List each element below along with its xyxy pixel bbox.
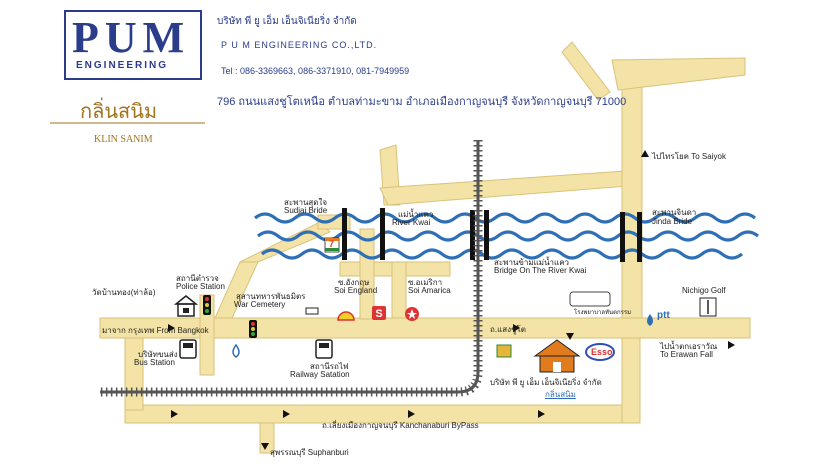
label-bridge-en: Bridge On The River Kwai [494, 266, 587, 275]
bridge-kwai-2 [484, 210, 489, 260]
esso-icon [585, 343, 615, 361]
label-seven: 7 [329, 239, 335, 249]
label-war-en: War Cemetery [234, 300, 286, 309]
svg-text:S: S [375, 308, 382, 320]
seven-eleven-icon [324, 237, 340, 253]
road-saengchuto [99, 317, 751, 339]
label-war-th: สุสานทหารพันธมิตร [236, 292, 306, 301]
bus-icon [179, 339, 197, 359]
bridge-kwai-1 [470, 210, 475, 260]
golf-icon [699, 297, 717, 317]
label-soi-amarica-th: ซ.อเมริกา [408, 278, 443, 287]
label-suphanburi: สุพรรณบุรี Suphanburi [270, 448, 349, 457]
suzuki-icon: S [372, 306, 386, 320]
label-soi-england-en: Soi England [334, 286, 378, 295]
arrow-1 [168, 324, 175, 332]
label-company-map: บริษัท พี ยู เอ็ม เอ็นจิเนียริ่ง จำกัด [490, 378, 602, 387]
label-hospital: โรงพยาบาลทันตกรรม [574, 310, 632, 316]
shell-icon [337, 311, 355, 321]
arrow-2 [283, 410, 290, 418]
bridge-jinda-1 [620, 212, 625, 262]
label-ptt: ptt [657, 310, 670, 321]
label-soi-england-th: ซ.อังกฤษ [338, 278, 370, 287]
label-sudjai-th: สะพานสุดใจ [284, 198, 328, 207]
label-from-bangkok: มาจาก กรุงเทพ From Bangkok [102, 326, 209, 335]
arrow-saiyok [641, 150, 649, 157]
train-icon [315, 339, 333, 359]
label-road-saengchuto: ถ.แสงชูโต [490, 325, 526, 334]
logo-box: PUM ENGINEERING [64, 10, 202, 80]
arrows [168, 150, 735, 450]
arrow-4 [408, 410, 415, 418]
gas-drop-icon [232, 343, 240, 358]
bridge-sudjai-2 [380, 208, 385, 260]
label-temple: วัดบ้านทอง(ท่าล้อ) [92, 288, 156, 297]
ptt-icon [647, 314, 653, 326]
traffic-light-icon-2 [249, 320, 257, 338]
texaco-icon [405, 307, 419, 321]
arrow-suphanburi [261, 443, 269, 450]
brand-en: KLIN SANIM [94, 134, 153, 145]
road-upper-arm [611, 57, 746, 91]
label-esso: Esso [591, 347, 613, 357]
bridges [342, 208, 642, 262]
label-nichigo: Nichigo Golf [682, 286, 726, 295]
road-saiyok [621, 74, 643, 319]
road-right-vertical [621, 337, 641, 424]
company-tel: Tel : 086-3369663, 086-3371910, 081-7949… [221, 66, 410, 76]
label-saiyok: ไปไทรโยค To Saiyok [652, 152, 726, 161]
company-th: บริษัท พี ยู เอ็ม เอ็นจิเนียริ่ง จำกัด [217, 16, 357, 27]
cemetery-icon [305, 307, 319, 315]
label-soi-amarica-en: Soi Amarica [408, 286, 451, 295]
label-bridge-th: สะพานข้ามแม่น้ำแคว [494, 258, 570, 267]
road-soi-amarica [391, 261, 407, 319]
station-logo-icon [496, 344, 512, 358]
label-bypass: ถ.เลี่ยงเมืองกาญจนบุรี Kanchanaburi ByPa… [322, 421, 479, 430]
company-en: P U M ENGINEERING CO.,LTD. [221, 40, 378, 50]
road-soi-england [359, 228, 375, 320]
label-sudjai-en: Sudjai Bride [284, 206, 328, 215]
label-erawan-en: To Erawan Fall [660, 350, 713, 359]
brand-th: กลิ่นสนิม [80, 101, 158, 123]
company-house-icon [533, 339, 581, 373]
arrow-3 [171, 410, 178, 418]
police-icon [173, 295, 199, 317]
company-address: 796 ถนนแสงชูโตเหนือ ตำบลท่ามะขาม อำเภอเม… [217, 96, 627, 108]
label-police-th: สถานีตำรวจ [176, 274, 219, 283]
arrow-erawan [728, 341, 735, 349]
road-ne-diagonal [561, 41, 611, 101]
roads [99, 41, 751, 454]
label-police-en: Police Station [176, 282, 225, 291]
label-river-en: River Kwai [392, 218, 431, 227]
traffic-light-icon [203, 295, 211, 315]
label-jinda-th: สะพานจินดา [652, 208, 697, 217]
arrow-6 [513, 324, 520, 332]
logo-text: PUM [72, 13, 191, 62]
label-river-th: แม่น้ำแคว [398, 210, 434, 219]
arrow-5 [538, 410, 545, 418]
logo-sub: ENGINEERING [76, 60, 169, 71]
railway [100, 140, 483, 397]
bridge-jinda-2 [637, 212, 642, 262]
label-erawan-th: ไปน้ำตกเอราวัณ [660, 342, 718, 351]
label-bus-en: Bus Station [134, 358, 175, 367]
label-bus-th: บริษัทขนส่ง [138, 350, 178, 359]
label-jinda-en: Jinda Bride [652, 217, 693, 226]
label-rail-en: Railway Satation [290, 370, 350, 379]
label-klinsanim-map: กลิ่นสนิม [545, 390, 576, 399]
label-rail-th: สถานีรถไฟ [310, 362, 349, 371]
hospital-icon [569, 291, 611, 307]
road-top [379, 169, 641, 206]
arrow-7 [566, 333, 574, 340]
bridge-sudjai-1 [342, 208, 347, 260]
